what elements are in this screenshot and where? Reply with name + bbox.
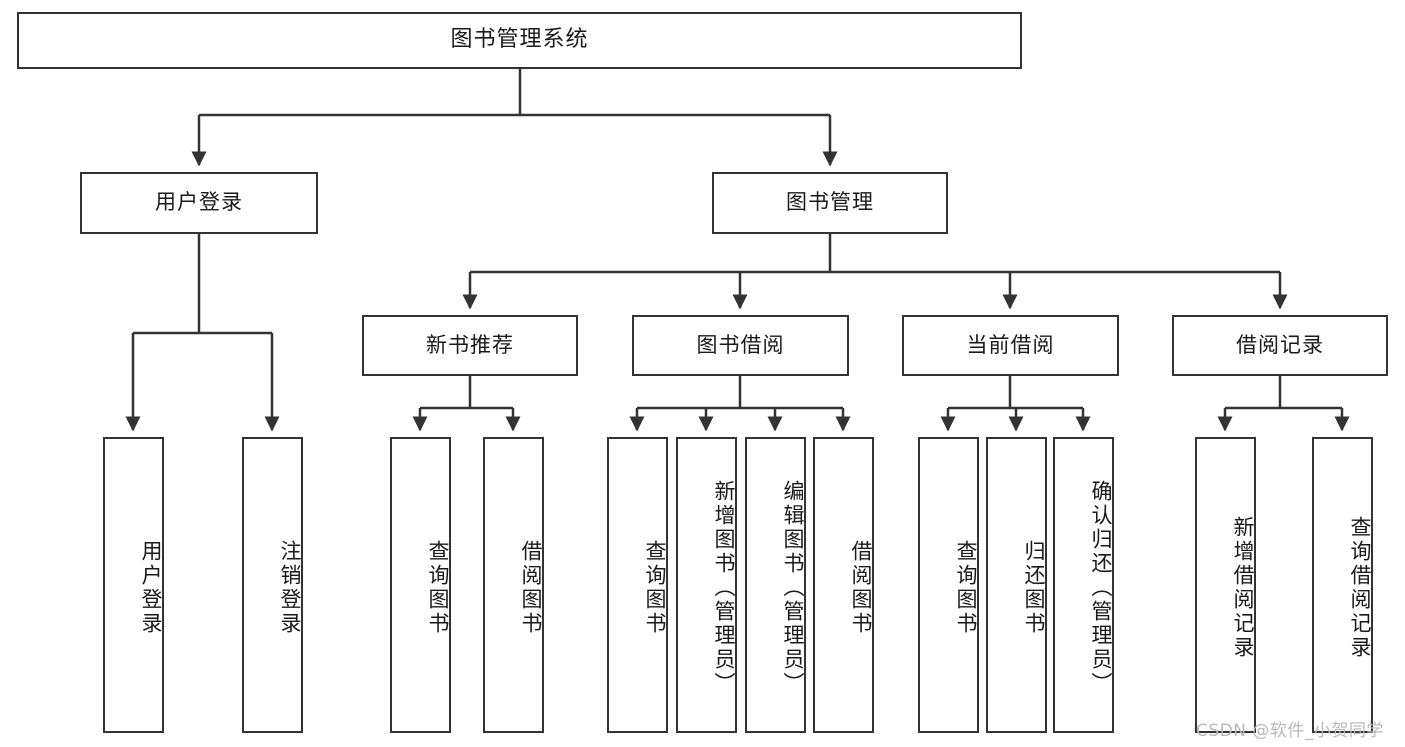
node-current-borrow[interactable]: 当前借阅 bbox=[902, 315, 1119, 376]
node-label: 查询图书 bbox=[954, 540, 978, 636]
node-root-system[interactable]: 图书管理系统 bbox=[17, 12, 1022, 69]
leaf-borrow-add-book-admin[interactable]: 新增图书（管理员） bbox=[676, 437, 737, 733]
leaf-current-confirm-return-admin[interactable]: 确认归还（管理员） bbox=[1053, 437, 1114, 733]
node-book-borrow[interactable]: 图书借阅 bbox=[632, 315, 849, 376]
node-label: 借阅图书 bbox=[849, 540, 873, 636]
node-label: 图书管理系统 bbox=[450, 27, 589, 53]
node-label: 图书管理 bbox=[786, 190, 874, 215]
leaf-borrow-borrow-book[interactable]: 借阅图书 bbox=[813, 437, 874, 733]
leaf-user-login[interactable]: 用户登录 bbox=[103, 437, 164, 733]
node-label: 借阅记录 bbox=[1236, 332, 1324, 357]
node-label: 图书借阅 bbox=[696, 332, 785, 357]
node-label: 查询图书 bbox=[426, 540, 450, 636]
node-label: 注销登录 bbox=[278, 540, 302, 636]
node-label: 新书推荐 bbox=[426, 332, 514, 357]
node-label: 归还图书 bbox=[1022, 540, 1046, 636]
csdn-watermark: CSDN @软件_小贺同学 bbox=[1196, 716, 1384, 741]
node-label: 查询图书 bbox=[643, 540, 667, 636]
leaf-borrow-edit-book-admin[interactable]: 编辑图书（管理员） bbox=[745, 437, 806, 733]
leaf-current-query-book[interactable]: 查询图书 bbox=[918, 437, 979, 733]
node-label: 新增借阅记录 bbox=[1231, 516, 1255, 660]
node-label: 确认归还（管理员） bbox=[1089, 480, 1113, 696]
node-label: 编辑图书（管理员） bbox=[781, 480, 805, 696]
leaf-recommend-query-book[interactable]: 查询图书 bbox=[390, 437, 451, 733]
leaf-records-add-record[interactable]: 新增借阅记录 bbox=[1195, 437, 1256, 733]
watermark-text: CSDN @软件_小贺同学 bbox=[1196, 721, 1384, 741]
leaf-current-return-book[interactable]: 归还图书 bbox=[986, 437, 1047, 733]
node-label: 借阅图书 bbox=[519, 540, 543, 636]
node-label: 用户登录 bbox=[155, 190, 243, 215]
node-label: 新增图书（管理员） bbox=[712, 480, 736, 696]
leaf-recommend-borrow-book[interactable]: 借阅图书 bbox=[483, 437, 544, 733]
node-user-login[interactable]: 用户登录 bbox=[80, 172, 318, 234]
node-label: 用户登录 bbox=[139, 540, 163, 636]
node-label: 查询借阅记录 bbox=[1348, 516, 1372, 660]
node-new-book-recommend[interactable]: 新书推荐 bbox=[362, 315, 578, 376]
node-label: 当前借阅 bbox=[966, 332, 1055, 357]
leaf-borrow-query-book[interactable]: 查询图书 bbox=[607, 437, 668, 733]
leaf-logout[interactable]: 注销登录 bbox=[242, 437, 303, 733]
node-book-management[interactable]: 图书管理 bbox=[712, 172, 948, 234]
node-borrow-records[interactable]: 借阅记录 bbox=[1172, 315, 1388, 376]
leaf-records-query-record[interactable]: 查询借阅记录 bbox=[1312, 437, 1373, 733]
